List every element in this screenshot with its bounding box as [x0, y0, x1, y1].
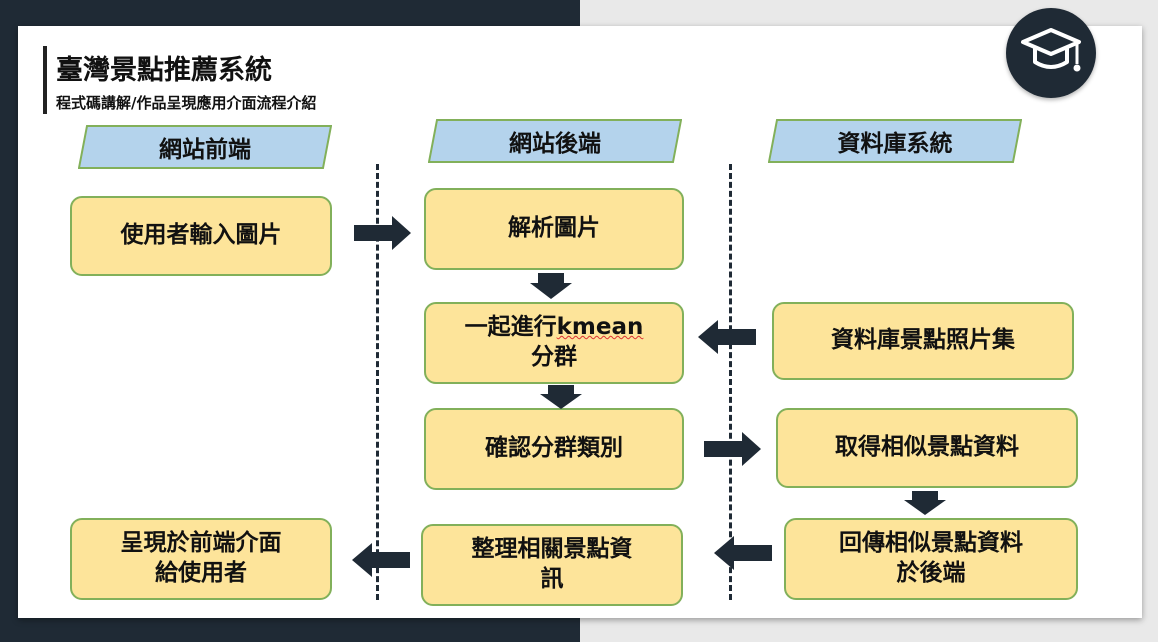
- arrow-left-db-to-kmeans: [698, 320, 756, 354]
- page-subtitle: 程式碼講解/作品呈現應用介面流程介紹: [56, 94, 317, 112]
- lane-header-database-label: 資料庫系統: [837, 131, 953, 157]
- step-present-line2: 給使用者: [155, 560, 247, 586]
- step-organize-line1: 整理相關景點資: [471, 536, 633, 563]
- arrow-down-parse-to-kmeans: [530, 273, 572, 299]
- lane-header-database: 資料庫系統: [768, 119, 1022, 163]
- step-user-input-image: 使用者輸入圖片: [70, 196, 332, 276]
- step-kmeans-line1-word: kmean: [556, 314, 644, 341]
- step-present-line1: 呈現於前端介面: [120, 530, 282, 557]
- step-kmeans-clustering: 一起進行kmean 分群: [424, 302, 684, 384]
- graduation-cap-icon: [1006, 8, 1096, 98]
- step-kmeans-line2: 分群: [530, 344, 577, 370]
- lane-header-frontend-label: 網站前端: [159, 137, 251, 163]
- title-accent-bar: [43, 46, 47, 114]
- arrow-left-return-to-organize: [714, 536, 772, 570]
- step-user-input-image-label: 使用者輸入圖片: [120, 222, 282, 249]
- lane-divider-left: [376, 164, 379, 600]
- step-db-photo-collection-label: 資料庫景點照片集: [831, 327, 1015, 354]
- arrow-down-kmeans-to-confirm: [540, 385, 582, 409]
- step-organize-spot-info: 整理相關景點資 訊: [421, 524, 683, 606]
- step-parse-image: 解析圖片: [424, 188, 684, 270]
- lane-header-backend: 網站後端: [428, 119, 682, 163]
- arrow-down-get-to-return: [904, 491, 946, 515]
- lane-header-backend-label: 網站後端: [509, 131, 601, 157]
- step-get-similar-spots-label: 取得相似景點資料: [835, 434, 1019, 461]
- step-confirm-cluster-category-label: 確認分群類別: [485, 435, 623, 462]
- step-confirm-cluster-category: 確認分群類別: [424, 408, 684, 490]
- step-kmeans-line1-prefix: 一起進行: [464, 314, 557, 341]
- step-return-line2: 於後端: [896, 560, 966, 586]
- step-present-to-user: 呈現於前端介面 給使用者: [70, 518, 332, 600]
- lane-divider-right: [729, 164, 732, 600]
- step-get-similar-spots: 取得相似景點資料: [776, 408, 1078, 488]
- step-return-line1: 回傳相似景點資料: [839, 530, 1023, 557]
- step-return-similar-spots: 回傳相似景點資料 於後端: [784, 518, 1078, 600]
- step-organize-line2: 訊: [540, 566, 564, 592]
- lane-header-frontend: 網站前端: [78, 125, 332, 169]
- arrow-right-input-to-parse: [354, 216, 411, 250]
- arrow-left-organize-to-present: [352, 543, 410, 577]
- page-title: 臺灣景點推薦系統: [56, 55, 272, 86]
- step-db-photo-collection: 資料庫景點照片集: [772, 302, 1074, 380]
- arrow-right-confirm-to-get: [704, 432, 761, 466]
- step-parse-image-label: 解析圖片: [508, 215, 600, 242]
